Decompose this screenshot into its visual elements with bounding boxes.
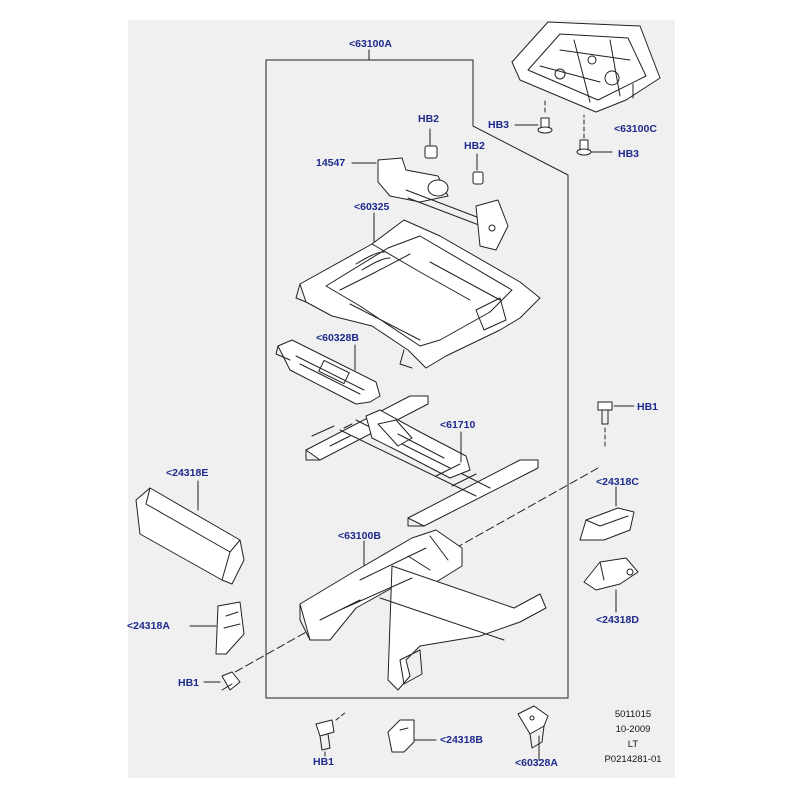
label-24318e: <24318E	[166, 467, 209, 479]
reference-date: 10-2009	[615, 724, 651, 735]
seat-pan-63100c	[511, 21, 661, 113]
cover-24318e	[135, 487, 245, 585]
hb1-screw-bottom	[315, 719, 335, 751]
label-63100b: <63100B	[338, 530, 381, 542]
label-hb2-left: HB2	[418, 113, 440, 125]
label-hb3-top: HB3	[488, 119, 510, 131]
hb2-nut-right	[472, 171, 484, 185]
reference-code: LT	[627, 739, 639, 750]
hb1-screw-right	[597, 401, 613, 425]
reference-number: 5011015	[614, 709, 652, 720]
label-24318d: <24318D	[596, 614, 639, 626]
label-63100c: <63100C	[614, 123, 657, 135]
label-61710: <61710	[440, 419, 476, 431]
hb1-screw-left	[221, 671, 241, 691]
hb2-nut-left	[424, 145, 438, 159]
label-hb2-right: HB2	[464, 140, 486, 152]
cover-24318c	[579, 507, 635, 541]
hb3-screw-bottom	[576, 139, 592, 156]
label-60328a: <60328A	[515, 757, 558, 769]
label-hb1-left: HB1	[178, 677, 200, 689]
seat-rails-61710	[305, 395, 539, 527]
bracket-60328a	[517, 705, 549, 749]
label-24318c: <24318C	[596, 476, 639, 488]
hb3-screw-top	[537, 117, 553, 134]
label-60325: <60325	[354, 201, 390, 213]
cover-24318b	[387, 719, 415, 753]
label-24318a: <24318A	[127, 620, 170, 632]
bracket-60328b	[275, 339, 381, 405]
assembly-bracket-63100a	[265, 49, 569, 699]
label-hb1-right: HB1	[637, 401, 659, 413]
seat-base-63100b	[299, 529, 547, 691]
label-14547: 14547	[316, 157, 346, 169]
cover-24318a	[215, 601, 245, 655]
label-63100a: <63100A	[349, 38, 392, 50]
upper-frame-60325	[295, 219, 541, 369]
image-id: P0214281-01	[604, 754, 662, 765]
motor-14547	[377, 157, 509, 251]
label-24318b: <24318B	[440, 734, 483, 746]
label-60328b: <60328B	[316, 332, 359, 344]
label-hb3-bottom: HB3	[618, 148, 640, 160]
label-hb1-bottom: HB1	[313, 756, 335, 768]
bracket-24318d	[583, 557, 639, 591]
